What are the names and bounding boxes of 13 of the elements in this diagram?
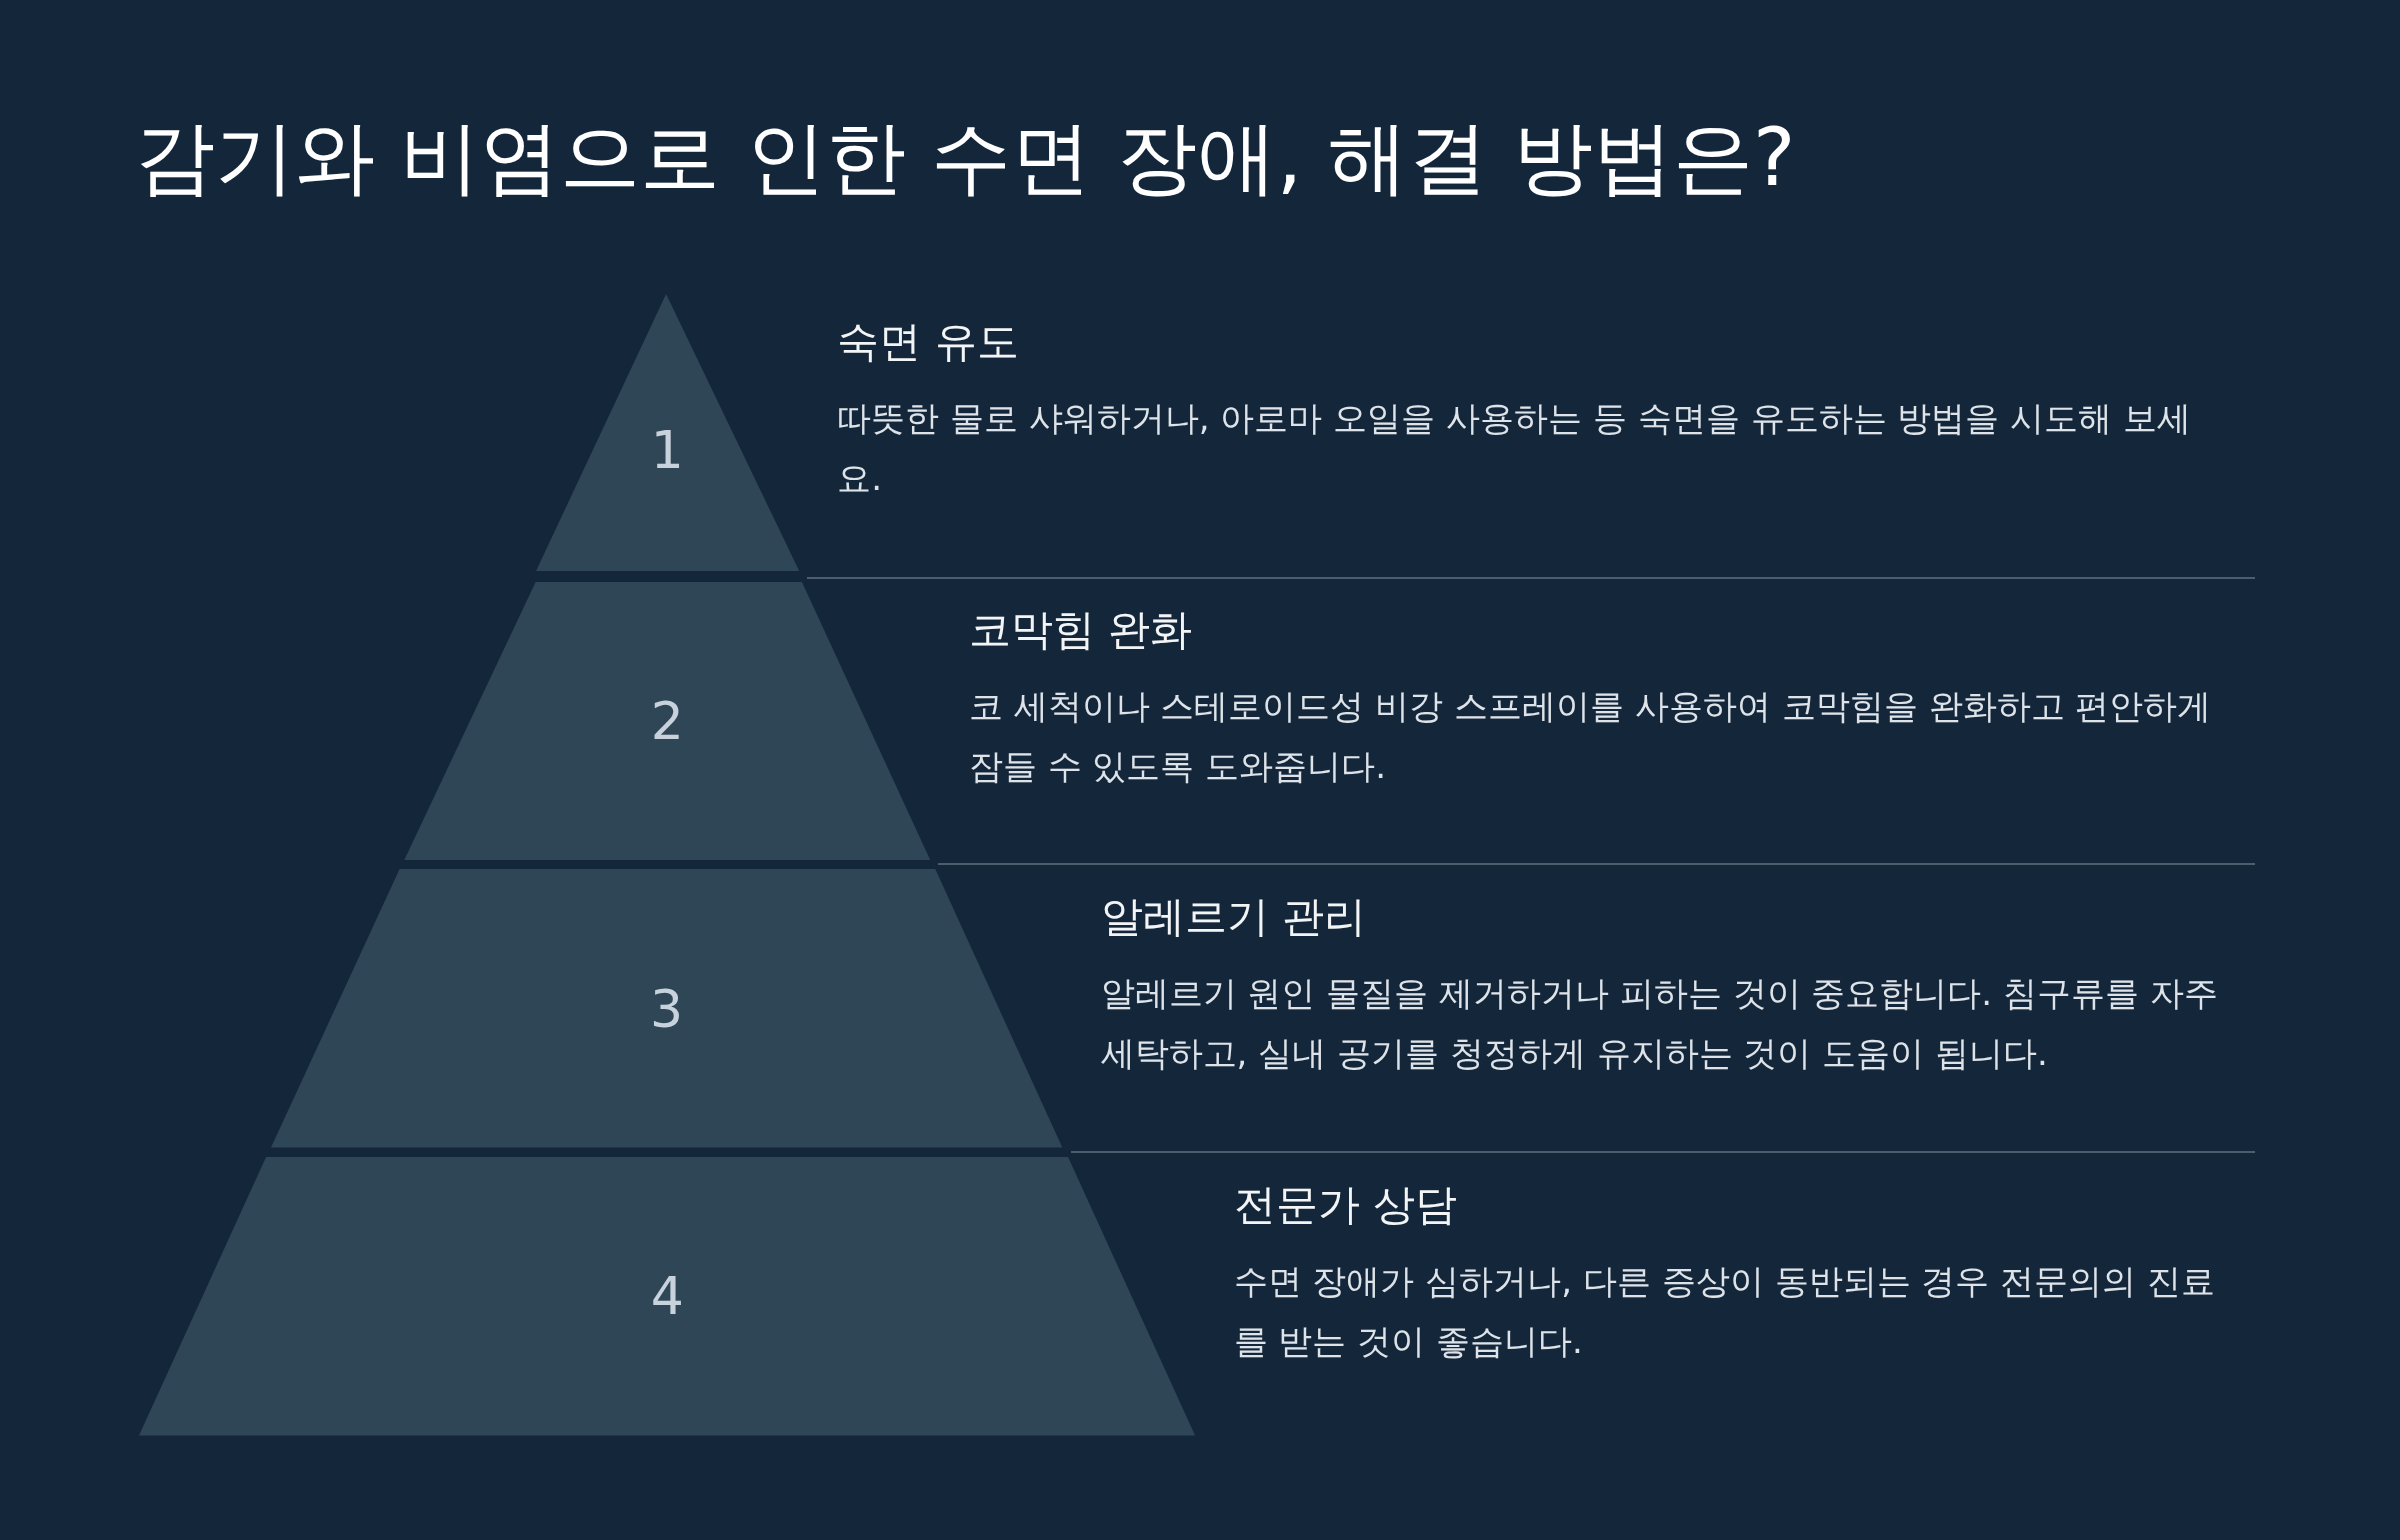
step-number: 1	[649, 420, 685, 481]
step-heading: 알레르기 관리	[1100, 891, 1367, 944]
step-heading: 코막힘 완화	[968, 603, 1194, 656]
step-number: 2	[649, 690, 685, 751]
step-description: 알레르기 원인 물질을 제거하거나 피하는 것이 중요합니다. 침구류를 자주 세탁하고, 실내 공기를 청정하게 유지하는 것이 도움이 됩니다.	[1100, 972, 2219, 1076]
step-number: 3	[649, 978, 685, 1039]
step-description: 코 세척이나 스테로이드성 비강 스프레이를 사용하여 코막힘을 완화하고 편안하게 잠들 수 있도록 도와줍니다.	[968, 684, 2213, 788]
step-heading: 전문가 상담	[1233, 1179, 1458, 1232]
step-description: 따뜻한 물로 샤워하거나, 아로마 오일을 사용하는 등 숙면을 유도하는 방법을 시도해 보세요.	[837, 396, 2192, 500]
step-heading: 숙면 유도	[837, 315, 1020, 368]
title: 감기와 비염으로 인한 수면 장애, 해결 방법은?	[135, 110, 1796, 206]
step-description: 수면 장애가 심하거나, 다른 증상이 동반되는 경우 전문의의 진료를 받는 것이 좋습니다.	[1233, 1260, 2216, 1364]
step-number: 4	[649, 1266, 685, 1327]
